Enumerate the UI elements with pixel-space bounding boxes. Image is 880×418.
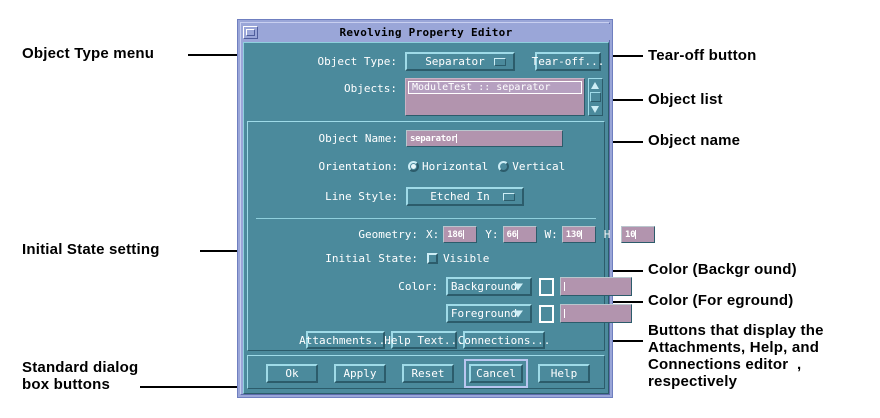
help-text-button[interactable]: Help Text...: [384, 331, 464, 349]
geometry-y-value: 66: [506, 229, 518, 240]
initial-state-label: Initial State:: [325, 252, 418, 265]
orientation-horizontal-label: Horizontal: [422, 160, 489, 173]
color-background-menu-value: Background: [450, 280, 518, 293]
geometry-y-input[interactable]: 66: [502, 226, 537, 243]
objects-label: Objects:: [344, 82, 397, 95]
initial-state-visible-checkbox[interactable]: [427, 253, 438, 264]
option-menu-indicator-icon: [494, 57, 506, 66]
orientation-label: Orientation:: [318, 160, 398, 173]
connections-button[interactable]: Connections...: [458, 331, 550, 349]
top-panel: Object Type: Separator Tear-off... Objec…: [247, 46, 605, 118]
object-name-row: Object Name: separator: [248, 130, 563, 147]
cancel-button[interactable]: Cancel: [469, 364, 523, 383]
properties-panel: Object Name: separator Orientation: Hori…: [247, 121, 655, 351]
geometry-label: Geometry:: [358, 228, 418, 241]
tear-off-button[interactable]: Tear-off...: [532, 52, 604, 71]
geometry-h-label: H:: [603, 228, 617, 241]
list-item-label: ModuleTest :: separator: [412, 82, 551, 93]
annotation-tear-off-button: Tear-off button: [648, 47, 757, 64]
objects-list-scrollbar[interactable]: [588, 78, 603, 116]
option-menu-indicator-icon: [503, 192, 515, 201]
geometry-w-value: 130: [565, 229, 582, 240]
object-type-value: Separator: [425, 55, 485, 68]
radio-vertical-icon[interactable]: [498, 161, 510, 172]
color-background-swatch[interactable]: [539, 277, 554, 296]
reset-button[interactable]: Reset: [402, 364, 454, 383]
annotation-object-list: Object list: [648, 91, 723, 108]
annotation-object-name: Object name: [648, 132, 741, 149]
annotation-color-background: Color (Backgr ound): [648, 261, 797, 278]
leader-line-object-type: [188, 54, 250, 56]
object-name-input[interactable]: separator: [406, 130, 563, 147]
object-name-label: Object Name:: [318, 132, 398, 145]
geometry-h-value: 10: [625, 229, 636, 240]
color-foreground-swatch[interactable]: [539, 304, 554, 323]
text-caret-icon: [564, 282, 565, 291]
scroll-down-arrow-icon[interactable]: [590, 104, 601, 115]
panel-divider: [256, 218, 596, 219]
window-body: Object Type: Separator Tear-off... Objec…: [243, 42, 655, 394]
text-caret-icon: [564, 309, 565, 318]
radio-horizontal-icon[interactable]: [408, 161, 419, 172]
geometry-x-input[interactable]: 186: [443, 226, 478, 243]
annotation-editor-buttons: Buttons that display the Attachments, He…: [648, 322, 824, 390]
apply-button[interactable]: Apply: [334, 364, 386, 383]
text-caret-icon: [635, 230, 637, 239]
annotation-object-type-menu: Object Type menu: [22, 45, 155, 62]
color-background-input[interactable]: [560, 277, 632, 296]
object-type-menu[interactable]: Separator: [405, 52, 515, 71]
line-style-menu[interactable]: Etched In: [406, 187, 524, 206]
scrollbar-thumb[interactable]: [590, 92, 601, 102]
orientation-option-vertical[interactable]: Vertical: [498, 160, 565, 173]
geometry-y-label: Y:: [485, 228, 499, 241]
option-menu-arrow-icon: [513, 310, 523, 317]
leader-line-dialog-buttons: [140, 386, 270, 388]
color-foreground-menu[interactable]: Foreground: [446, 304, 532, 323]
dialog-button-panel: Ok Apply Reset Cancel Help: [247, 355, 605, 389]
color-foreground-row: Foreground: [248, 304, 632, 323]
geometry-row: Geometry: X: 186 Y: 66 W: 130 H: 10: [248, 226, 655, 243]
text-caret-icon: [516, 230, 518, 239]
geometry-x-value: 186: [447, 229, 463, 240]
line-style-label: Line Style:: [325, 190, 398, 203]
color-background-menu[interactable]: Background: [446, 277, 532, 296]
object-type-row: Object Type: Separator: [247, 52, 515, 71]
minimize-box-icon[interactable]: [243, 25, 258, 39]
help-button[interactable]: Help: [538, 364, 590, 383]
cancel-default-ring: Cancel: [464, 359, 528, 388]
window-title-bar[interactable]: Revolving Property Editor: [242, 24, 610, 40]
geometry-w-input[interactable]: 130: [561, 226, 596, 243]
geometry-h-input[interactable]: 10: [621, 226, 655, 243]
annotation-color-foreground: Color (For eground): [648, 292, 794, 309]
objects-list[interactable]: ModuleTest :: separator: [405, 78, 585, 116]
line-style-value: Etched In: [430, 190, 490, 203]
annotation-initial-state-setting: Initial State setting: [22, 241, 160, 258]
window-title: Revolving Property Editor: [339, 25, 513, 39]
orientation-row: Orientation: Horizontal Vertical: [248, 160, 566, 173]
window-frame-bevel: [240, 22, 610, 395]
text-caret-icon: [456, 134, 458, 143]
color-label: Color:: [398, 280, 438, 293]
object-type-label: Object Type:: [317, 55, 397, 68]
text-caret-icon: [462, 230, 464, 239]
orientation-vertical-label: Vertical: [512, 160, 566, 173]
annotation-standard-dialog-buttons: Standard dialog box buttons: [22, 359, 139, 393]
line-style-row: Line Style: Etched In: [248, 187, 524, 206]
attachments-button[interactable]: Attachments...: [299, 331, 392, 349]
option-menu-arrow-icon: [513, 283, 523, 290]
scroll-up-arrow-icon[interactable]: [590, 80, 601, 91]
orientation-option-horizontal[interactable]: Horizontal: [408, 160, 488, 173]
text-caret-icon: [581, 230, 583, 239]
initial-state-row: Initial State: Visible: [248, 252, 489, 265]
geometry-x-label: X:: [426, 228, 440, 241]
object-name-value: separator: [410, 133, 457, 144]
geometry-w-label: W:: [544, 228, 558, 241]
color-foreground-menu-value: Foreground: [450, 307, 518, 320]
list-item[interactable]: ModuleTest :: separator: [408, 81, 582, 94]
color-background-row: Color: Background: [248, 277, 632, 296]
property-editor-window: Revolving Property Editor Object Type: S…: [237, 19, 655, 398]
ok-button[interactable]: Ok: [266, 364, 318, 383]
color-foreground-input[interactable]: [560, 304, 632, 323]
initial-state-visible-label: Visible: [443, 252, 490, 265]
